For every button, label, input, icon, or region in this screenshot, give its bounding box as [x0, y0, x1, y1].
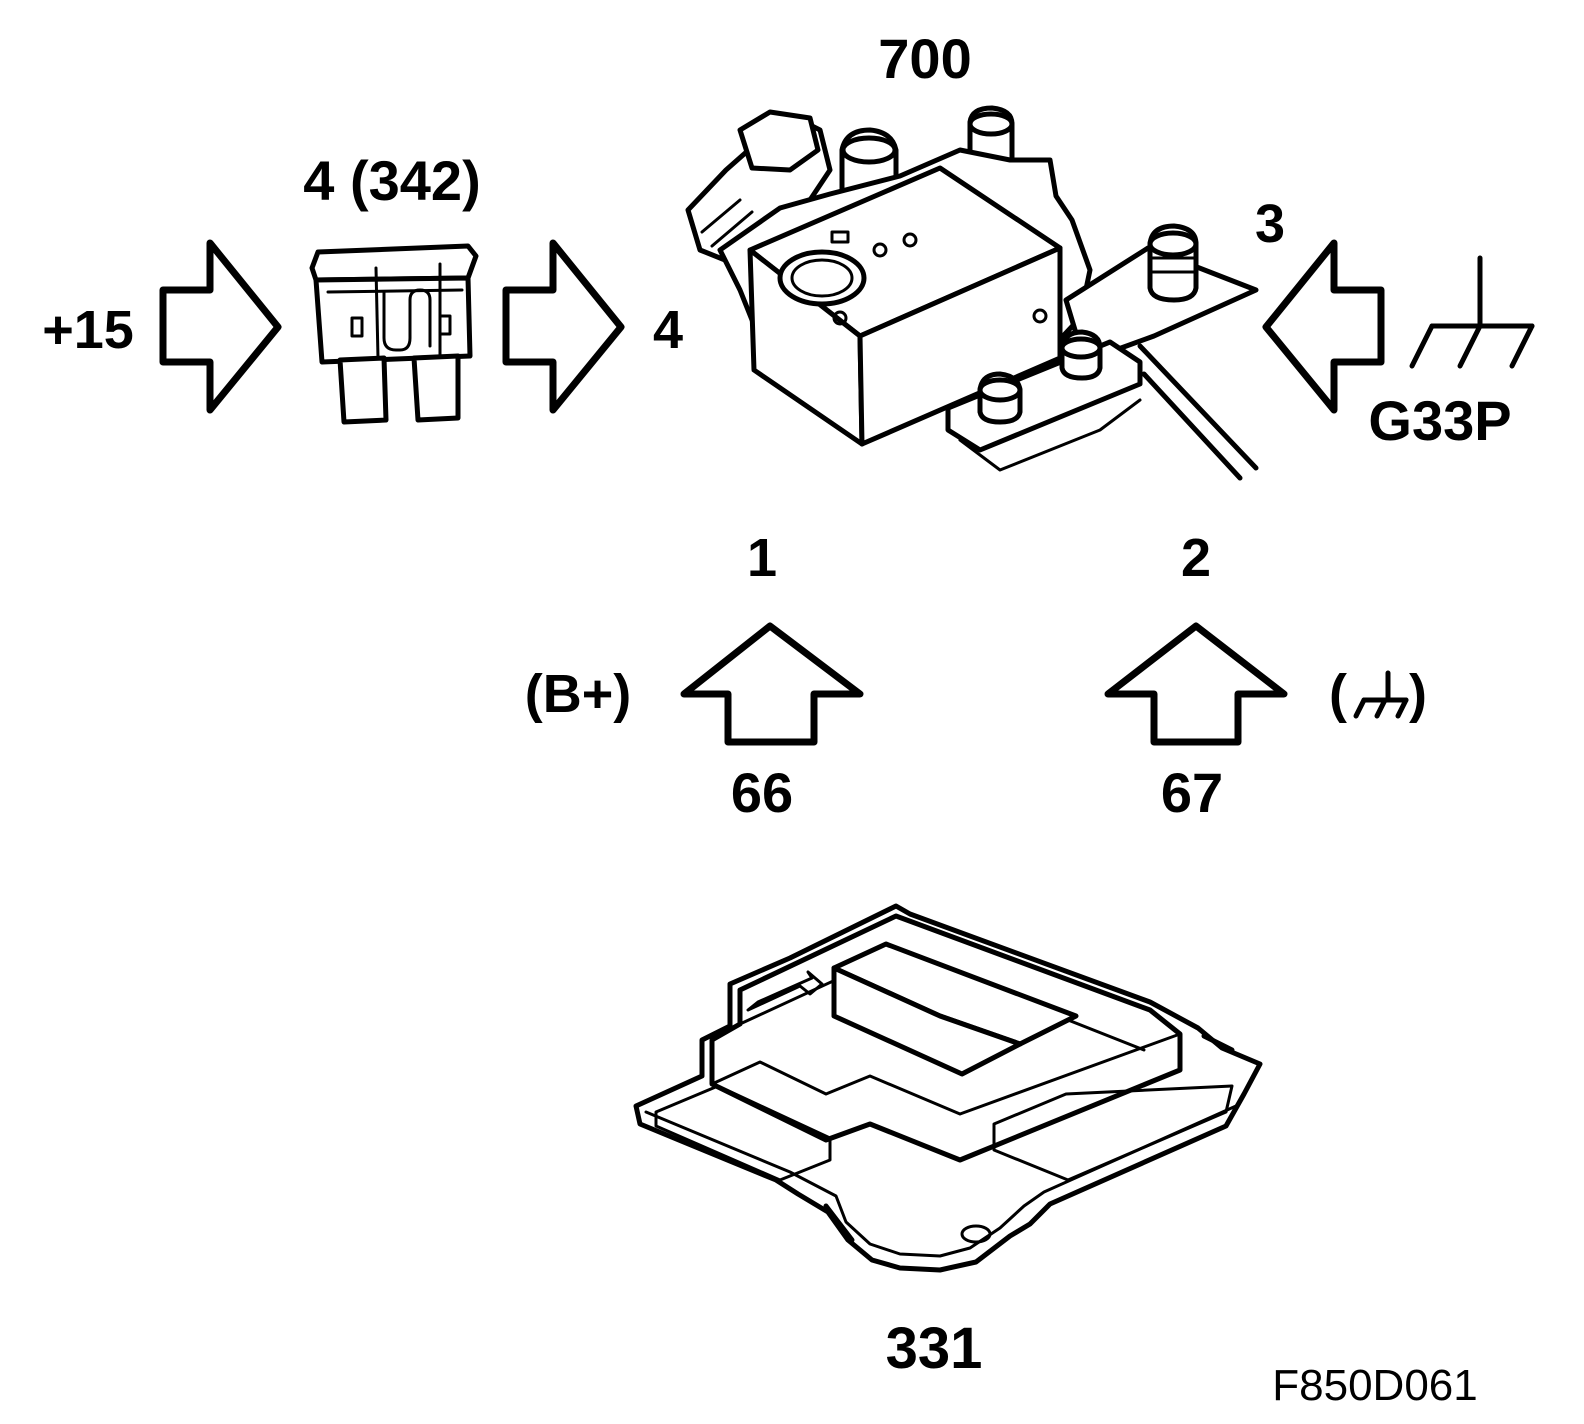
control-module-number-label: 331 [886, 1316, 983, 1381]
arrow-left-icon [1262, 239, 1385, 414]
relay-pin-2-label: 2 [1181, 528, 1211, 588]
relay-component-icon [685, 105, 1259, 481]
fuse-label: 4 (342) [303, 149, 480, 212]
arrow-up-icon [1104, 622, 1288, 746]
ground-symbol-small-icon [1353, 670, 1409, 719]
relay-pin-1-label: 1 [747, 528, 777, 588]
relay-pin-3-label: 3 [1255, 194, 1285, 254]
ground-point-label: G33P [1368, 389, 1511, 452]
control-module-icon [633, 903, 1263, 1273]
relay-number-label: 700 [878, 27, 971, 90]
fuse-icon [309, 243, 479, 425]
arrow-up-icon [680, 622, 864, 746]
figure-ref-label: F850D061 [1272, 1361, 1477, 1410]
pin-67-label: 67 [1161, 761, 1223, 824]
ground-symbol-icon [1409, 255, 1535, 369]
arrow-right-icon [502, 239, 625, 414]
b-plus-label: (B+) [525, 664, 632, 724]
arrow-right-icon [159, 239, 282, 414]
relay-pin-4-label: 4 [653, 300, 683, 360]
plus15-label: +15 [42, 300, 134, 360]
ground-paren-open: ( [1329, 664, 1347, 724]
pin-66-label: 66 [731, 761, 793, 824]
ground-paren-close: ) [1409, 664, 1427, 724]
